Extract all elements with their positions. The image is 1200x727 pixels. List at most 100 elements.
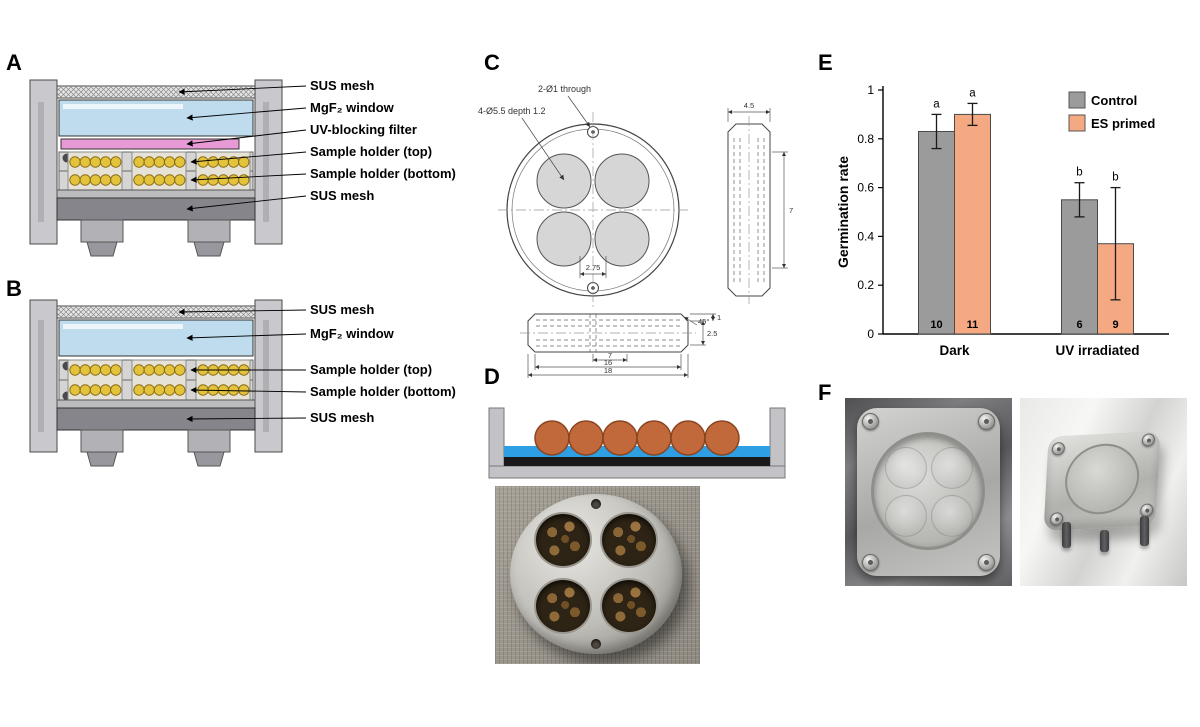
device-window: [871, 432, 985, 550]
seed: [153, 156, 166, 168]
seed: [89, 174, 102, 186]
chart-bar: [918, 130, 955, 335]
panel-c-drawing: 2-Ø1 through 4-Ø5.5 depth 1.2 2.75 4.5: [478, 84, 793, 378]
panel-letter-f: F: [818, 380, 832, 405]
corner-screw: [978, 554, 995, 571]
seed: [133, 174, 145, 186]
seed: [110, 174, 122, 186]
seed: [99, 364, 112, 376]
apparatus-a-feet: [80, 219, 231, 257]
apparatus-a-stack: [56, 85, 256, 221]
seed-pocket: [602, 580, 656, 632]
seed: [79, 384, 91, 396]
panel-letter-b: B: [6, 276, 22, 301]
spacer-plate: [56, 189, 256, 199]
seed: [174, 174, 186, 186]
seed: [69, 364, 81, 376]
apparatus-b-frame: [29, 299, 283, 453]
legend-label: Control: [1091, 93, 1137, 108]
corner-screw: [862, 554, 879, 571]
dim-2-75: [579, 256, 607, 278]
bolt-left: [86, 241, 118, 257]
legend-swatch: [1068, 114, 1086, 132]
sample-count: 6: [1076, 319, 1082, 331]
pocket-shadow: [885, 495, 927, 537]
seed: [227, 174, 240, 186]
y-tick-label: 0.6: [857, 181, 874, 195]
photo-sample-holder-with-seeds: [495, 486, 700, 664]
sig-letter: b: [1076, 167, 1082, 179]
dim-bottom-inner: 7: [608, 351, 612, 360]
y-tick-label: 1: [867, 83, 874, 97]
legend-label: ES primed: [1091, 116, 1155, 131]
chart-bar: [1061, 199, 1098, 335]
window-highlight: [63, 104, 183, 109]
device-leg: [1100, 530, 1109, 552]
tray: [488, 407, 786, 479]
apparatus-b-stack: [56, 305, 256, 431]
photo-device-top-view: [845, 398, 1012, 586]
panel-letter-d: D: [484, 364, 500, 389]
seed: [143, 384, 155, 396]
label-mgf2-window: MgF₂ window: [310, 326, 395, 341]
seed: [153, 384, 166, 396]
frame-groove-left: [38, 102, 44, 222]
bolt-right: [193, 451, 225, 467]
seed: [217, 156, 230, 168]
metal-disc: [510, 494, 682, 654]
seed: [110, 384, 122, 396]
sus-mesh-top-hatch: [57, 306, 255, 318]
seed: [110, 156, 122, 168]
seed: [174, 384, 186, 396]
water-layer: [504, 446, 770, 457]
panel-a-diagram: SUS mesh MgF₂ window UV-blocking filter …: [29, 78, 456, 257]
seed: [207, 156, 219, 168]
panel-b-diagram: SUS mesh MgF₂ window Sample holder (top)…: [29, 299, 456, 467]
seed: [79, 156, 91, 168]
seed: [89, 384, 102, 396]
black-membrane: [504, 456, 770, 466]
seed-pocket: [536, 514, 590, 566]
seed: [163, 384, 176, 396]
label-sus-mesh-bottom: SUS mesh: [310, 188, 374, 203]
corner-screw: [978, 413, 995, 430]
callout-through-holes: 2-Ø1 through: [538, 84, 591, 94]
seed: [99, 174, 112, 186]
panel-letter-a: A: [6, 50, 22, 75]
seed: [143, 364, 155, 376]
legend-swatch: [1068, 91, 1086, 109]
label-sample-holder-bottom: Sample holder (bottom): [310, 384, 456, 399]
dim-bottom-mid: 16: [604, 358, 612, 367]
seed: [153, 364, 166, 376]
callout-leader: [567, 95, 591, 128]
pocket-shadow: [885, 447, 927, 489]
sample-count: 10: [930, 319, 942, 331]
seed-rows: [67, 359, 251, 401]
leader-lines-b: [178, 308, 307, 423]
seed: [110, 364, 122, 376]
seed-pocket: [602, 514, 656, 566]
label-sus-mesh-top: SUS mesh: [310, 78, 374, 93]
seed: [238, 156, 250, 168]
seed: [79, 174, 91, 186]
device-window-top: [1063, 441, 1141, 517]
panel-letter-c: C: [484, 50, 500, 75]
apparatus-b-feet: [80, 429, 231, 467]
seed: [89, 364, 102, 376]
chart-bar: [954, 113, 991, 335]
label-mgf2-window: MgF₂ window: [310, 100, 395, 115]
apparatus-a-frame: [29, 79, 283, 245]
seed: [207, 174, 219, 186]
panel-letter-e: E: [818, 50, 833, 75]
frame-groove-left: [38, 320, 44, 432]
seed: [99, 384, 112, 396]
y-tick-label: 0.8: [857, 132, 874, 146]
callout-leader: [521, 117, 565, 181]
pocket-shadow: [931, 447, 973, 489]
device-plate: [857, 408, 1000, 576]
sample-count: 9: [1112, 319, 1118, 331]
seed: [174, 156, 186, 168]
seed: [143, 156, 155, 168]
seed: [143, 174, 155, 186]
